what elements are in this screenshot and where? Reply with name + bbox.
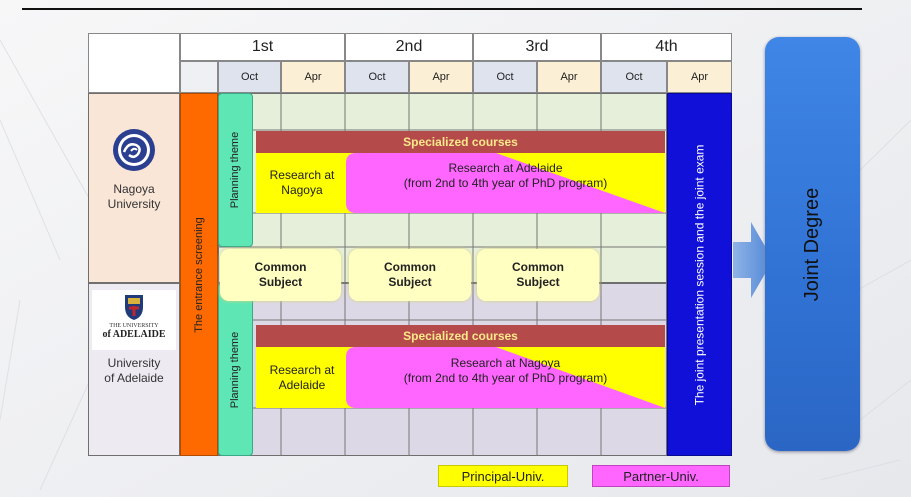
adelaide-logo-text-line2: of ADELAIDE xyxy=(102,329,166,340)
adelaide-university-name-line1: University xyxy=(107,356,161,370)
adelaide-specialized-courses-bar: Specialized courses xyxy=(256,325,665,347)
adelaide-logo-text-line1: THE UNIVERSITY xyxy=(109,323,159,329)
nagoya-specialized-courses-bar: Specialized courses xyxy=(256,131,665,153)
research-home-line2: Nagoya xyxy=(281,183,323,197)
joint-presentation-label: The joint presentation session and the j… xyxy=(692,144,707,405)
common-subject-line1: Common xyxy=(512,260,564,274)
adelaide-planning-theme-bar: Planning theme xyxy=(218,283,253,456)
planning-theme-label: Planning theme xyxy=(229,131,242,209)
research-at-adelaide-principal: Research at Adelaide xyxy=(256,347,348,408)
joint-degree-box: Joint Degree xyxy=(765,37,860,451)
research-partner-line1: Research at Nagoya xyxy=(450,355,561,370)
research-partner-line2: (from 2nd to 4th year of PhD program) xyxy=(403,370,608,385)
year-4-header: 4th xyxy=(601,33,732,61)
legend-partner-univ: Partner-Univ. xyxy=(592,465,730,487)
legend-principal-univ: Principal-Univ. xyxy=(438,465,568,487)
research-partner-line2: (from 2nd to 4th year of PhD program) xyxy=(403,176,608,190)
nagoya-label-cell xyxy=(88,93,180,283)
common-subject-line1: Common xyxy=(384,260,436,274)
nagoya-university-block: Nagoya University xyxy=(95,128,173,212)
research-home-line1: Research at xyxy=(269,168,335,182)
common-subject-line2: Subject xyxy=(388,275,432,289)
adelaide-shield-icon xyxy=(125,295,143,320)
nagoya-planning-theme-bar: Planning theme xyxy=(218,93,253,247)
semester-header: Apr xyxy=(667,61,732,93)
year-1-header: 1st xyxy=(180,33,345,61)
entrance-screening-bar: The entrance screening xyxy=(180,93,218,456)
research-partner-line1: Research at Adelaide xyxy=(448,161,563,175)
adelaide-university-name-line2: of Adelaide xyxy=(104,371,164,385)
semester-header: Apr xyxy=(281,61,345,93)
year-3-header: 3rd xyxy=(473,33,601,61)
arrow-right-icon xyxy=(733,222,773,298)
principal-partner-split xyxy=(346,347,665,408)
semester-spacer xyxy=(180,61,218,93)
joint-presentation-bar: The joint presentation session and the j… xyxy=(667,93,732,456)
year-2-header: 2nd xyxy=(345,33,473,61)
nagoya-university-logo-icon xyxy=(113,129,155,171)
semester-header: Oct xyxy=(345,61,409,93)
common-subject-line1: Common xyxy=(254,260,307,274)
research-at-nagoya-principal: Research at Nagoya xyxy=(256,153,348,213)
research-home-line1: Research at xyxy=(269,362,335,377)
nagoya-university-name-line2: University xyxy=(107,197,161,211)
entrance-screening-label: The entrance screening xyxy=(193,216,206,333)
research-home-line2: Adelaide xyxy=(278,377,326,392)
semester-header: Oct xyxy=(218,61,281,93)
principal-partner-split xyxy=(346,153,665,213)
common-subject-line2: Subject xyxy=(258,275,303,289)
semester-header: Oct xyxy=(601,61,667,93)
semester-header: Oct xyxy=(473,61,537,93)
common-subject-line2: Subject xyxy=(516,275,560,289)
joint-degree-label: Joint Degree xyxy=(801,187,823,301)
research-at-adelaide-partner: Research at Adelaide (from 2nd to 4th ye… xyxy=(346,153,665,213)
research-at-nagoya-partner: Research at Nagoya (from 2nd to 4th year… xyxy=(346,347,665,408)
semester-header: Apr xyxy=(537,61,601,93)
top-rule xyxy=(22,8,862,10)
adelaide-university-block: THE UNIVERSITY of ADELAIDE University of… xyxy=(92,293,176,386)
semester-header: Apr xyxy=(409,61,473,93)
corner-cell xyxy=(88,33,180,93)
nagoya-university-name-line1: Nagoya xyxy=(113,182,155,196)
planning-theme-label: Planning theme xyxy=(229,331,242,408)
